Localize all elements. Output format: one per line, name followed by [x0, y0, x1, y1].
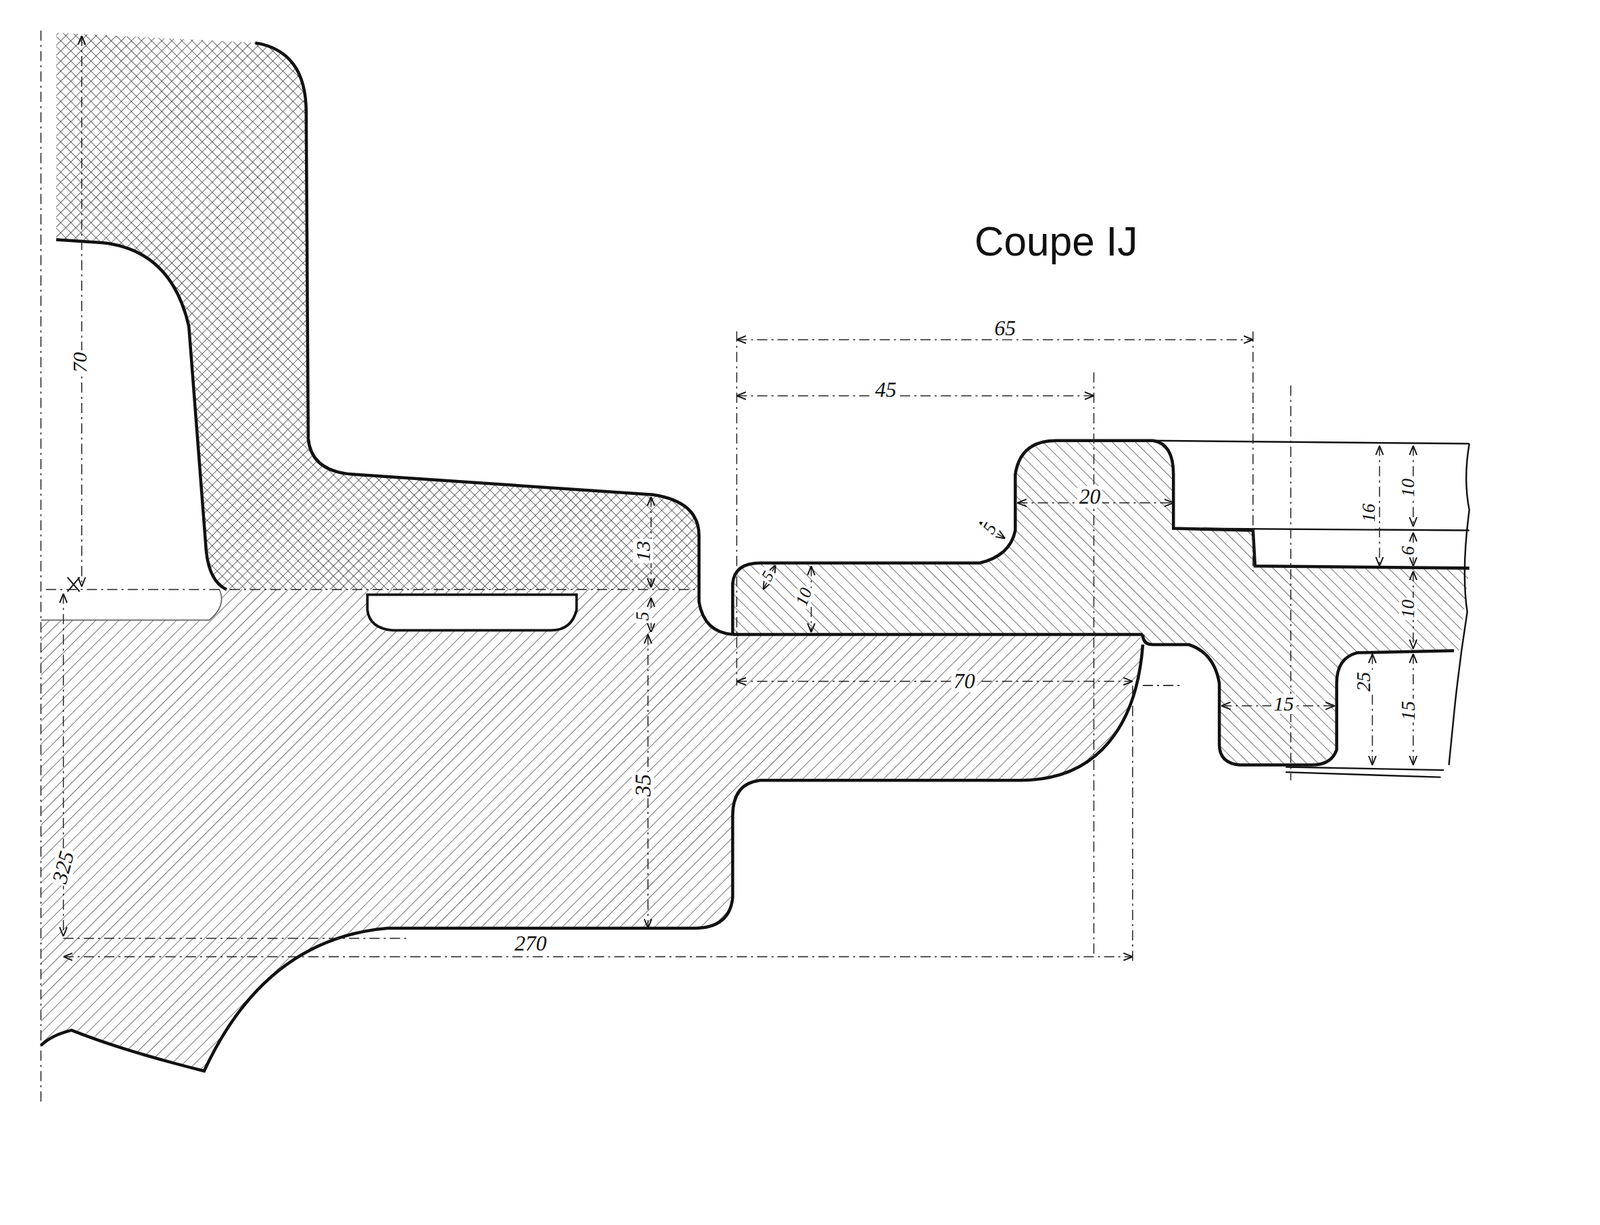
dimension-value: 25 [1353, 670, 1374, 694]
dimension-value: 65 [992, 317, 1018, 340]
dimension-value: 5 [633, 609, 652, 624]
dimension-value: 35 [631, 772, 654, 799]
dimension-value: 70 [951, 670, 978, 693]
dimension-value: 15 [1398, 699, 1419, 723]
dimension-value: 10 [1399, 597, 1418, 621]
dimension-value: 70 [69, 350, 90, 375]
dimension-value: 270 [512, 933, 550, 955]
dimension-value: 16 [1359, 501, 1379, 525]
dimension-value: 10 [1399, 476, 1418, 500]
section-title: Coupe IJ [974, 221, 1139, 262]
dimension-value: 13 [632, 538, 654, 564]
dimension-value: 45 [873, 379, 899, 402]
dimension-value: 20 [1077, 486, 1103, 508]
dimension-value: 5 [978, 518, 1001, 539]
dimension-value: 15 [1271, 693, 1296, 715]
dimension-value: 6 [1399, 544, 1418, 558]
